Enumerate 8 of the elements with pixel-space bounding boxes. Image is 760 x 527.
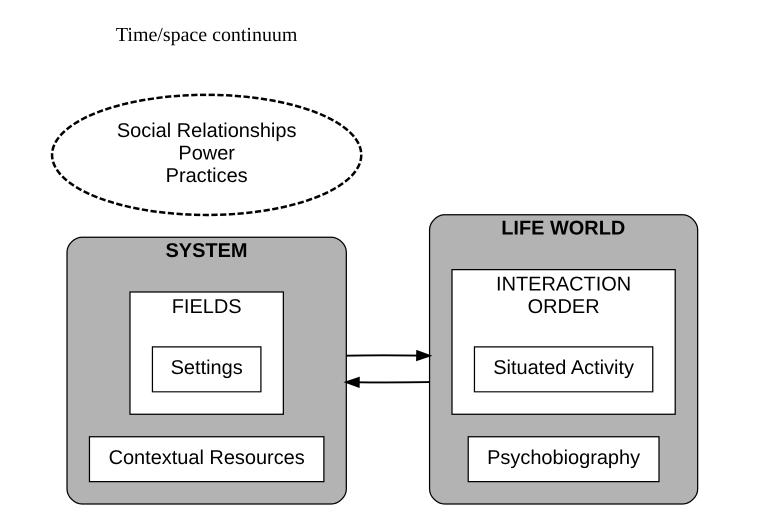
node-box: Situated Activity xyxy=(474,346,654,392)
node-box: Psychobiography xyxy=(468,436,660,482)
arrow xyxy=(344,376,430,388)
node-box: Settings xyxy=(152,346,262,392)
node-box: Contextual Resources xyxy=(88,436,324,482)
arrow xyxy=(346,349,432,361)
label: Time/space continuum xyxy=(116,24,298,46)
node-ellipse: Social Relationships Power Practices xyxy=(50,93,363,216)
